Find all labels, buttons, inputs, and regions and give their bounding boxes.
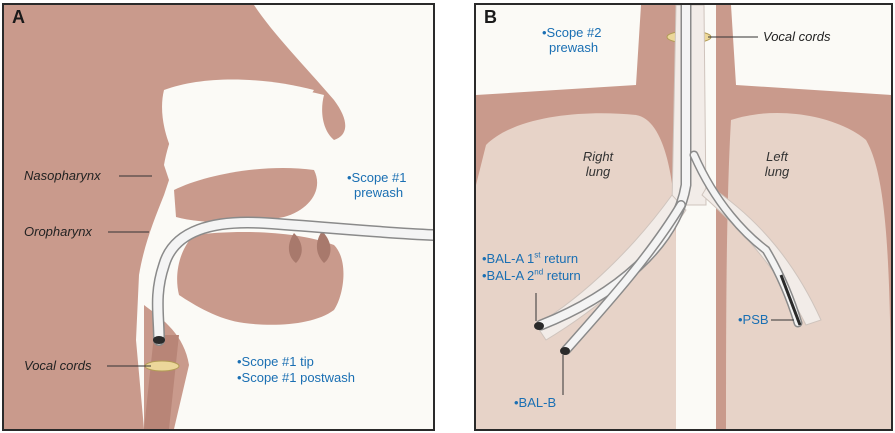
scope2-prewash-line2: prewash — [542, 40, 601, 55]
bal-a1-tail: return — [540, 251, 578, 266]
bal-a-first-return-label: •BAL-A 1st return — [482, 251, 578, 266]
psb-label: •PSB — [738, 312, 769, 327]
scope2-prewash-line1: •Scope #2 — [542, 25, 601, 40]
scope2-prewash-label: •Scope #2 prewash — [542, 25, 601, 55]
nasal-cavity — [162, 79, 314, 155]
left-lung — [726, 113, 891, 429]
bal-a2-tail: return — [543, 268, 581, 283]
scope1-tip-label: •Scope #1 tip — [237, 354, 314, 369]
panel-b-letter: B — [484, 7, 497, 28]
panel-a-letter: A — [12, 7, 25, 28]
right-lung-label: Right lung — [568, 149, 628, 179]
bal-a2-sup: nd — [534, 268, 543, 277]
vocal-cords-label-a: Vocal cords — [24, 358, 91, 373]
nasopharynx-label: Nasopharynx — [24, 168, 101, 183]
left-lung-label: Left lung — [752, 149, 802, 179]
scope-1-tip — [153, 336, 165, 344]
right-lung-line1: Right — [568, 149, 628, 164]
scope1-postwash-label: •Scope #1 postwash — [237, 370, 355, 385]
left-lung-line1: Left — [752, 149, 802, 164]
lungs-illustration — [476, 5, 891, 429]
scope1-prewash-label: •Scope #1 prewash — [347, 170, 406, 200]
bal-b-label: •BAL-B — [514, 395, 556, 410]
bal-a-tip — [534, 322, 544, 330]
scope1-prewash-line1: •Scope #1 — [347, 170, 406, 185]
right-lung-line2: lung — [568, 164, 628, 179]
panel-b: B •Scope #2 prewash Vocal cords Right lu… — [474, 3, 893, 431]
bal-b-tip — [560, 347, 570, 355]
bal-a2-text: •BAL-A 2 — [482, 268, 534, 283]
soft-palate — [174, 168, 317, 222]
vocal-cords-label-b: Vocal cords — [763, 29, 830, 44]
oropharynx-label: Oropharynx — [24, 224, 92, 239]
left-lung-line2: lung — [752, 164, 802, 179]
bal-a1-text: •BAL-A 1 — [482, 251, 534, 266]
panel-a: A Nasopharynx Oropharynx Vocal cords •Sc… — [2, 3, 435, 431]
scope1-prewash-line2: prewash — [347, 185, 406, 200]
bal-a-second-return-label: •BAL-A 2nd return — [482, 268, 581, 283]
